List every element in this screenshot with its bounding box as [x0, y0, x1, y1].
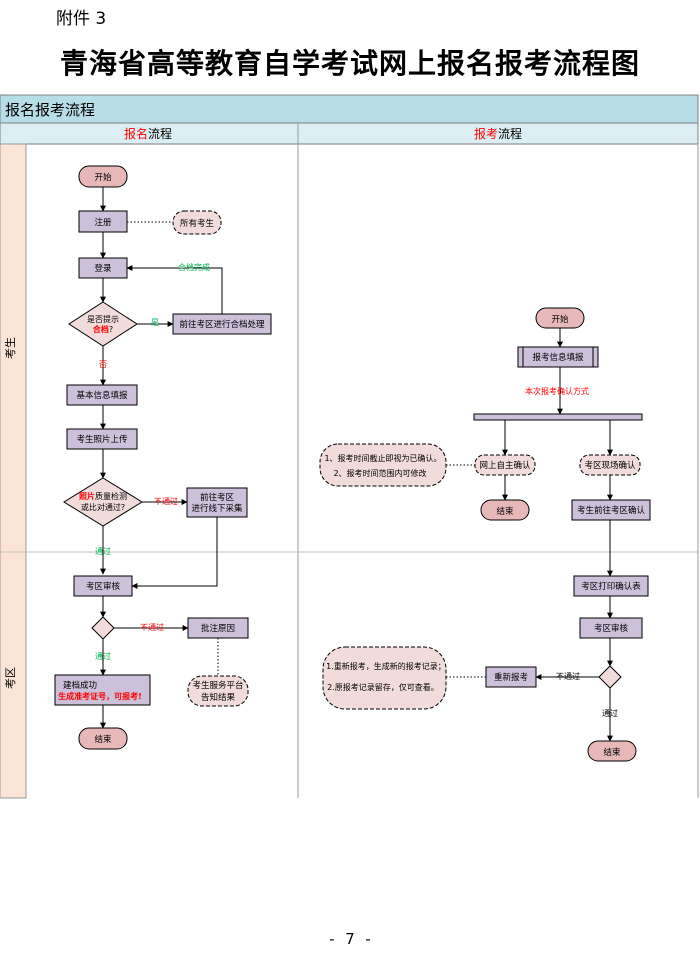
app-info-fill-box: [517, 346, 599, 368]
reg-yes-label: 是: [151, 318, 159, 327]
app-start-label: 开始: [551, 314, 569, 325]
reg-notify-line2: 告知结果: [201, 692, 236, 703]
reg-review-decision: [91, 616, 115, 640]
app-note-2-line2: 2.原报考记录留存，仅可查看。: [327, 682, 439, 692]
reg-pass-label: 通过: [95, 546, 111, 556]
app-print-form-box: [573, 575, 649, 597]
reg-success-line2: 生成准考证号，可报考!: [58, 691, 142, 701]
reg-basic-info-box: [66, 384, 138, 406]
reg-merge-done-label: 合档完成: [178, 262, 210, 272]
app-online-confirm-label: 网上自主确认: [479, 460, 531, 471]
app-confirm-method-label: 本次报考确认方式: [525, 386, 589, 396]
reg-photo-upload-box: [66, 428, 138, 450]
attachment-label: 附件 3: [56, 9, 107, 29]
page-number: - 7 -: [327, 930, 373, 948]
app-end-1-label: 结束: [496, 506, 514, 517]
reg-offline-line2: 进行线下采集: [191, 503, 243, 514]
app-note-1-line2: 2、报考时间范围内可修改: [333, 468, 426, 478]
column-application: 报考流程: [474, 126, 522, 141]
reg-merge-decision: [68, 301, 138, 347]
column-header-bar: [0, 122, 699, 145]
reg-photo-check-line1: 照片质量检测: [79, 491, 127, 501]
reg-no-label: 否: [99, 360, 107, 369]
app-reapply-label: 重新报考: [494, 672, 528, 683]
lane-district: [0, 551, 27, 799]
reg-go-merge-box: [172, 313, 272, 335]
reg-basic-info-label: 基本信息填报: [76, 390, 128, 401]
app-end-2-label: 结束: [603, 747, 621, 758]
reg-start-label: 开始: [94, 172, 112, 183]
reg-district-review-label: 考区审核: [86, 581, 121, 592]
reg-end-terminal: [78, 727, 128, 750]
reg-end-label: 结束: [94, 734, 112, 745]
reg-login-label: 登录: [94, 263, 112, 274]
lane-candidate: [0, 143, 27, 553]
app-pass-label: 通过: [602, 708, 618, 718]
reg-go-merge-label: 前往考区进行合档处理: [179, 319, 265, 330]
page-title: 青海省高等教育自学考试网上报名报考流程图: [59, 47, 640, 80]
reg-notify-note: [187, 675, 249, 707]
app-not-pass-label: 不通过: [556, 671, 580, 681]
reg-decision-line2: 合档?: [92, 324, 113, 334]
app-print-form-label: 考区打印确认表: [581, 581, 641, 592]
column-registration: 报名流程: [124, 126, 172, 141]
reg-photo-decision: [63, 477, 143, 527]
app-fork-bar: [473, 413, 643, 421]
lane-district-label: 考区: [4, 667, 17, 689]
reg-success-line1: 建档成功: [63, 680, 97, 691]
reg-not-pass-2-label: 不通过: [140, 622, 164, 632]
reg-all-candidates-label: 所有考生: [180, 218, 215, 229]
app-district-review-label: 考区审核: [594, 623, 629, 634]
app-note-1-line1: 1、报考时间截止即视为已确认。: [324, 453, 441, 463]
app-note-2-line1: 1.重新报考，生成新的报考记录；: [326, 661, 446, 671]
reg-offline-box: [186, 487, 248, 518]
reg-register-label: 注册: [94, 217, 112, 228]
lane-candidate-label: 考生: [3, 337, 17, 359]
reg-photo-check-line2: 或比对通过?: [81, 502, 125, 512]
app-info-fill-label: 报考信息填报: [532, 352, 584, 363]
app-note-1: [319, 443, 447, 487]
app-go-district-box: [571, 499, 651, 521]
app-end-1-terminal: [480, 499, 530, 521]
app-review-decision: [598, 665, 622, 689]
table-title: 报名报考流程: [5, 101, 95, 119]
reg-notify-line1: 考生服务平台: [192, 680, 243, 691]
reg-all-candidates-note: [172, 210, 222, 235]
app-go-district-label: 考生前往考区确认: [577, 505, 646, 516]
table-title-bar: [0, 94, 699, 124]
app-onsite-confirm-label: 考区现场确认: [584, 460, 636, 471]
app-district-review-box: [579, 617, 643, 639]
reg-decision-line1: 是否提示: [87, 314, 119, 324]
reg-pass-2-label: 通过: [95, 651, 111, 661]
app-end-2-terminal: [587, 740, 637, 762]
reg-reject-reason-label: 批注原因: [201, 623, 235, 634]
reg-photo-upload-label: 考生照片上传: [76, 434, 128, 445]
app-note-2: [322, 646, 447, 710]
reg-not-pass-label: 不通过: [154, 496, 178, 506]
reg-offline-line1: 前往考区: [200, 492, 235, 503]
